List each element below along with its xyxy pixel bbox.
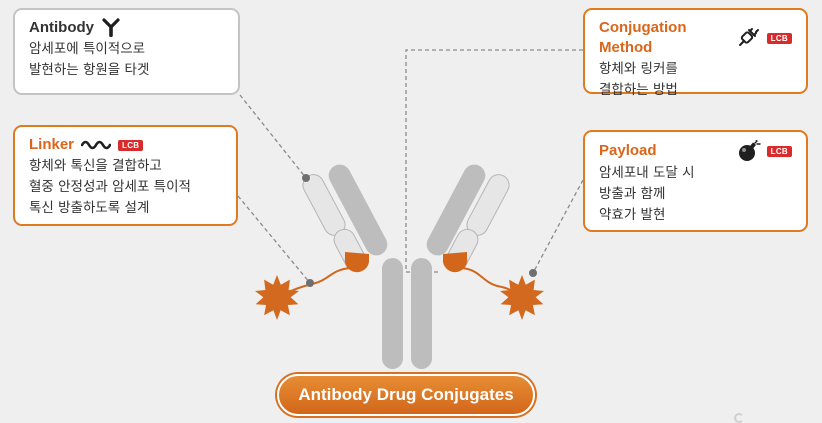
payload-card-title-row: Payload LCB <box>599 140 792 162</box>
payload-card-title: Payload <box>599 142 657 159</box>
wave-icon <box>81 139 112 151</box>
antibody-card-body: 암세포에 특이적으로 발현하는 항원을 타겟 <box>29 41 150 78</box>
plug-icon <box>736 27 760 49</box>
linker-left <box>284 267 351 295</box>
leader-line-antibody <box>239 94 307 179</box>
bomb-icon <box>737 140 761 162</box>
antibody-y-icon <box>101 18 121 38</box>
linker-card-body: 항체와 톡신을 결합하고 혈중 안정성과 암세포 특이적 톡신 방출하도록 설계 <box>29 158 191 216</box>
payload-burst-right <box>500 275 544 320</box>
conjugation-card-title: Conjugation Method <box>599 19 687 56</box>
antibody-heavy-chain-left-arm <box>328 164 388 256</box>
payload-card-icons: LCB <box>737 140 792 162</box>
antibody-heavy-chain-right-arm <box>426 164 486 256</box>
leader-line-linker <box>237 195 311 284</box>
linker-lcb-badge: LCB <box>118 139 144 151</box>
leader-line-payload <box>532 179 584 274</box>
payload-lcb-badge: LCB <box>766 145 792 157</box>
linker-card-title: Linker <box>29 136 75 153</box>
conjugation-lcb-badge: LCB <box>766 32 792 44</box>
payload-burst-left <box>255 275 299 320</box>
leader-dot-payload <box>529 269 537 277</box>
antibody-heavy-chain-right-stem <box>411 258 432 369</box>
adc-title-pill: Antibody Drug Conjugates <box>277 374 535 416</box>
leader-dot-linker <box>306 279 314 287</box>
antibody-card-title-row: Antibody <box>29 18 224 38</box>
leader-dot-antibody <box>302 174 310 182</box>
conjugation-site-left <box>344 252 369 273</box>
payload-card-body: 암세포내 도달 시 방출과 함께 약효가 발현 <box>599 165 695 223</box>
loading-spinner-icon <box>734 413 744 423</box>
payload-card: Payload LCB 암세포내 도달 시 방출과 함께 약효가 발현 <box>583 130 808 232</box>
linker-card: Linker LCB 항체와 톡신을 결합하고 혈중 안정성과 암세포 특이적 … <box>13 125 238 226</box>
antibody-card: Antibody 암세포에 특이적으로 발현하는 항원을 타겟 <box>13 8 240 95</box>
conjugation-site-right <box>443 252 468 273</box>
antibody-heavy-chain-left-stem <box>382 258 403 369</box>
conjugation-card-title-row: Conjugation Method LCB <box>599 18 792 58</box>
linker-card-title-row: Linker LCB <box>29 135 222 155</box>
antibody-card-title: Antibody <box>29 19 94 36</box>
conjugation-card-body: 항체와 링커를 결합하는 방법 <box>599 61 678 98</box>
conjugation-card: Conjugation Method LCB 항체와 링커를 결합하는 방법 <box>583 8 808 98</box>
